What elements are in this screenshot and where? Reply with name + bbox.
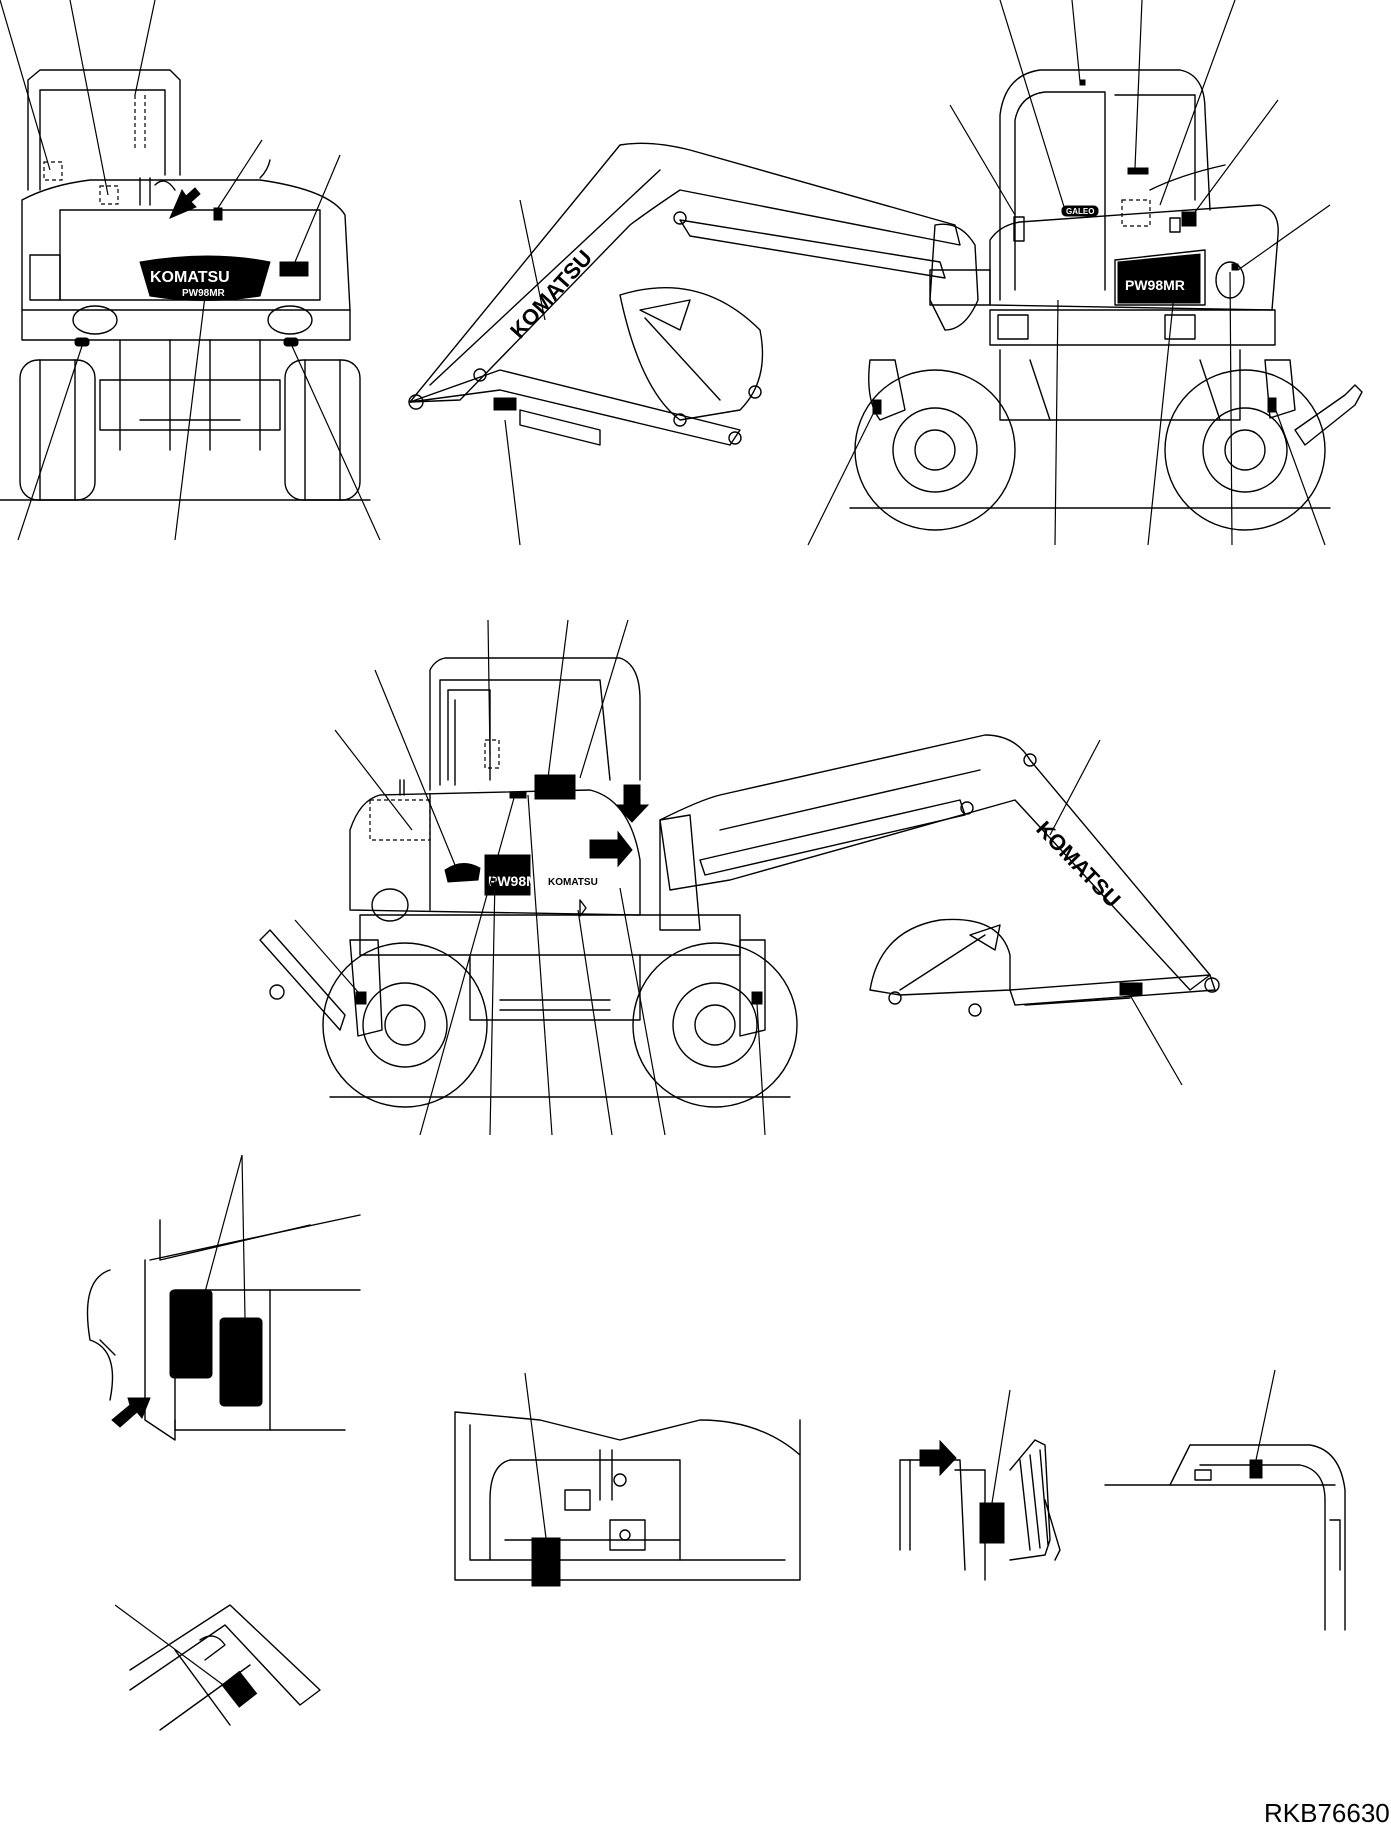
side-model-decal-right: PW98MR [1125,277,1185,293]
boom-brand-label-left: KOMATSU [1031,816,1125,912]
right-side-view: KOMATSU GALEO PW98MR [408,0,1363,546]
front-view: KOMATSU PW98MR [0,0,381,541]
body-brand-label-left: KOMATSU [548,877,598,888]
front-model-label: PW98MR [182,288,226,299]
boom-brand-label-right: KOMATSU [505,245,597,343]
side-model-decal-left: PW98MR [488,873,548,889]
cab-badge: GALEO [1066,207,1094,216]
detail-radiator-decal [899,1389,1061,1581]
detail-roof-decal [1104,1369,1346,1631]
left-side-view: PW98MR KOMATSU KOMATSU [259,619,1220,1136]
detail-panel-decal [454,1372,801,1587]
front-brand-logo: KOMATSU [150,269,230,286]
detail-twin-decals [86,1154,361,1441]
detail-corner-decal [114,1604,321,1731]
drawing-code: RKB76630 [1264,1798,1390,1828]
